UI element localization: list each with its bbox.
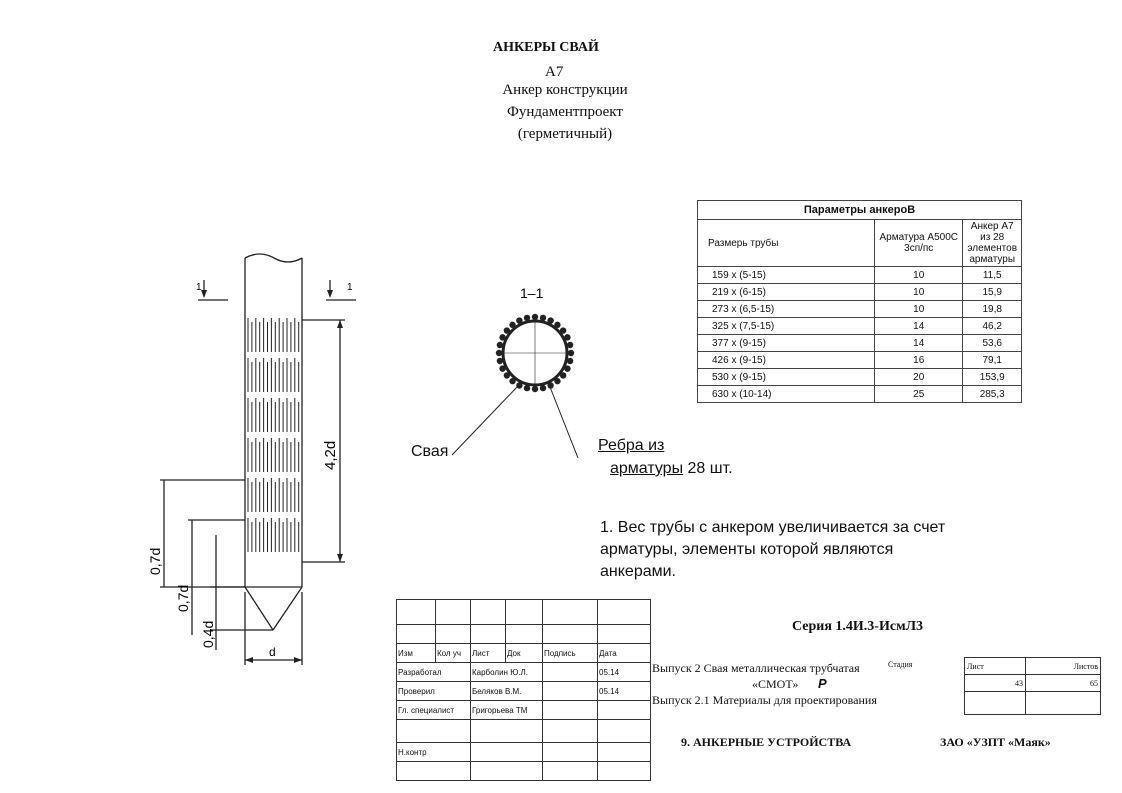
- params-cell-anchor: 15,9: [962, 283, 1022, 301]
- sheet-table: Лист Листов 43 65: [964, 657, 1101, 715]
- params-cell-rebar: 16: [874, 351, 964, 369]
- issue-2-line-a: Выпуск 2 Свая металлическая трубчатая: [652, 661, 860, 675]
- params-cell-anchor: 285,3: [962, 385, 1022, 403]
- section-label: 1–1: [520, 285, 544, 301]
- stamp-h-podp: Подпись: [542, 643, 598, 663]
- params-cell-anchor: 153,9: [962, 368, 1022, 386]
- stamp-name-1: Карболин Ю.Л.: [470, 662, 543, 682]
- sheet-value: 43: [964, 674, 1026, 692]
- header-line-3: (герметичный): [517, 126, 613, 142]
- stamp-role-1: Разработал: [396, 662, 471, 682]
- anchor-parameters-table: Параметры анкероВ Размерь трубы Арматура…: [696, 200, 1022, 403]
- stamp-role-3: Гл. специалист: [396, 700, 471, 720]
- params-cell-size: 530 x (9-15): [696, 368, 876, 386]
- issue-21-line: Выпуск 2.1 Материалы для проектирования: [652, 693, 877, 707]
- params-col-anchor: Анкер А7 из 28 элементов арматуры: [962, 219, 1022, 267]
- pile-callout: Свая: [411, 443, 449, 460]
- params-cell-size: 630 x (10-14): [696, 385, 876, 403]
- section-mark-right: 1: [347, 282, 353, 293]
- stamp-h-kol: Кол уч: [435, 643, 471, 663]
- stage-label: Стадия: [888, 660, 913, 669]
- note-line-2: арматуры, элементы которой являются: [600, 541, 894, 558]
- header-line-1: Анкер конструкции: [502, 82, 628, 98]
- dim-07d-label-b: 0,7d: [175, 585, 191, 612]
- series-label: Серия 1.4И.3-ИсмЛ3: [792, 619, 924, 634]
- sheets-value: 65: [1025, 674, 1101, 692]
- ribs-callout-line1: Ребра из: [598, 437, 665, 454]
- stamp-table: Изм Кол уч Лист Док Подпись Дата Разрабо…: [396, 599, 651, 781]
- params-cell-size: 159 x (5-15): [696, 266, 876, 284]
- stamp-h-data: Дата: [597, 643, 651, 663]
- section-mark-left: 1: [196, 282, 202, 293]
- drawing-title: АНКЕРЫ СВАЙ: [493, 40, 599, 55]
- params-cell-anchor: 79,1: [962, 351, 1022, 369]
- params-col-rebar: Арматура А500С 3сп/пс: [874, 219, 964, 267]
- params-cell-rebar: 14: [874, 317, 964, 335]
- params-cell-anchor: 19,8: [962, 300, 1022, 318]
- pile-drawing: 1 1 4,2d 0,7d 0,7d 0,4d d: [147, 253, 356, 665]
- note-line-3: анкерами.: [600, 563, 676, 580]
- dim-07d-label-a: 0,7d: [147, 548, 163, 575]
- sheets-label: Листов: [1025, 657, 1101, 675]
- stage-value: Р: [818, 676, 827, 691]
- stamp-h-list: Лист: [470, 643, 506, 663]
- company-name: ЗАО «УЗПТ «Маяк»: [940, 735, 1051, 749]
- stamp-h-izm: Изм: [396, 643, 436, 663]
- params-cell-size: 377 x (9-15): [696, 334, 876, 352]
- stamp-h-dok: Док: [505, 643, 543, 663]
- note-line-1: 1. Вес трубы с анкером увеличивается за …: [600, 519, 946, 536]
- params-cell-rebar: 10: [874, 283, 964, 301]
- sheet-label: Лист: [964, 657, 1026, 675]
- params-cell-anchor: 53,6: [962, 334, 1022, 352]
- stamp-name-2: Беляков В.М.: [470, 681, 543, 701]
- header-line-2: Фундаментпроект: [507, 104, 623, 120]
- params-cell-rebar: 10: [874, 300, 964, 318]
- params-cell-rebar: 25: [874, 385, 964, 403]
- drawing-code: А7: [545, 64, 564, 80]
- stamp-name-3: Григорьева ТМ: [470, 700, 543, 720]
- params-cell-anchor: 46,2: [962, 317, 1022, 335]
- section-view: 1–1: [451, 285, 579, 459]
- params-cell-size: 426 x (9-15): [696, 351, 876, 369]
- stamp-date-1: 05.14: [597, 662, 651, 682]
- stamp-date-2: 05.14: [597, 681, 651, 701]
- params-cell-size: 219 x (6-15): [696, 283, 876, 301]
- params-cell-size: 325 x (7,5-15): [696, 317, 876, 335]
- stamp-role-4: Н.контр: [396, 742, 471, 762]
- params-cell-rebar: 14: [874, 334, 964, 352]
- ribs-count: 28 шт.: [687, 460, 733, 477]
- params-cell-rebar: 10: [874, 266, 964, 284]
- ribs-callout-text: арматуры: [610, 460, 684, 477]
- params-cell-size: 273 x (6,5-15): [696, 300, 876, 318]
- ribs-callout-line2: арматуры 28 шт.: [610, 460, 733, 478]
- params-cell-anchor: 11,5: [962, 266, 1022, 284]
- section-name: 9. АНКЕРНЫЕ УСТРОЙСТВА: [681, 735, 852, 749]
- dim-length-label: 4,2d: [322, 441, 339, 470]
- params-cell-rebar: 20: [874, 368, 964, 386]
- params-col-size: Размерь трубы: [696, 219, 876, 267]
- params-table-title: Параметры анкероВ: [697, 200, 1022, 220]
- dim-04d-label: 0,4d: [200, 621, 216, 648]
- issue-2-line-b: «СМОТ»: [752, 677, 799, 691]
- dim-d-label: d: [269, 645, 276, 659]
- stamp-role-2: Проверил: [396, 681, 471, 701]
